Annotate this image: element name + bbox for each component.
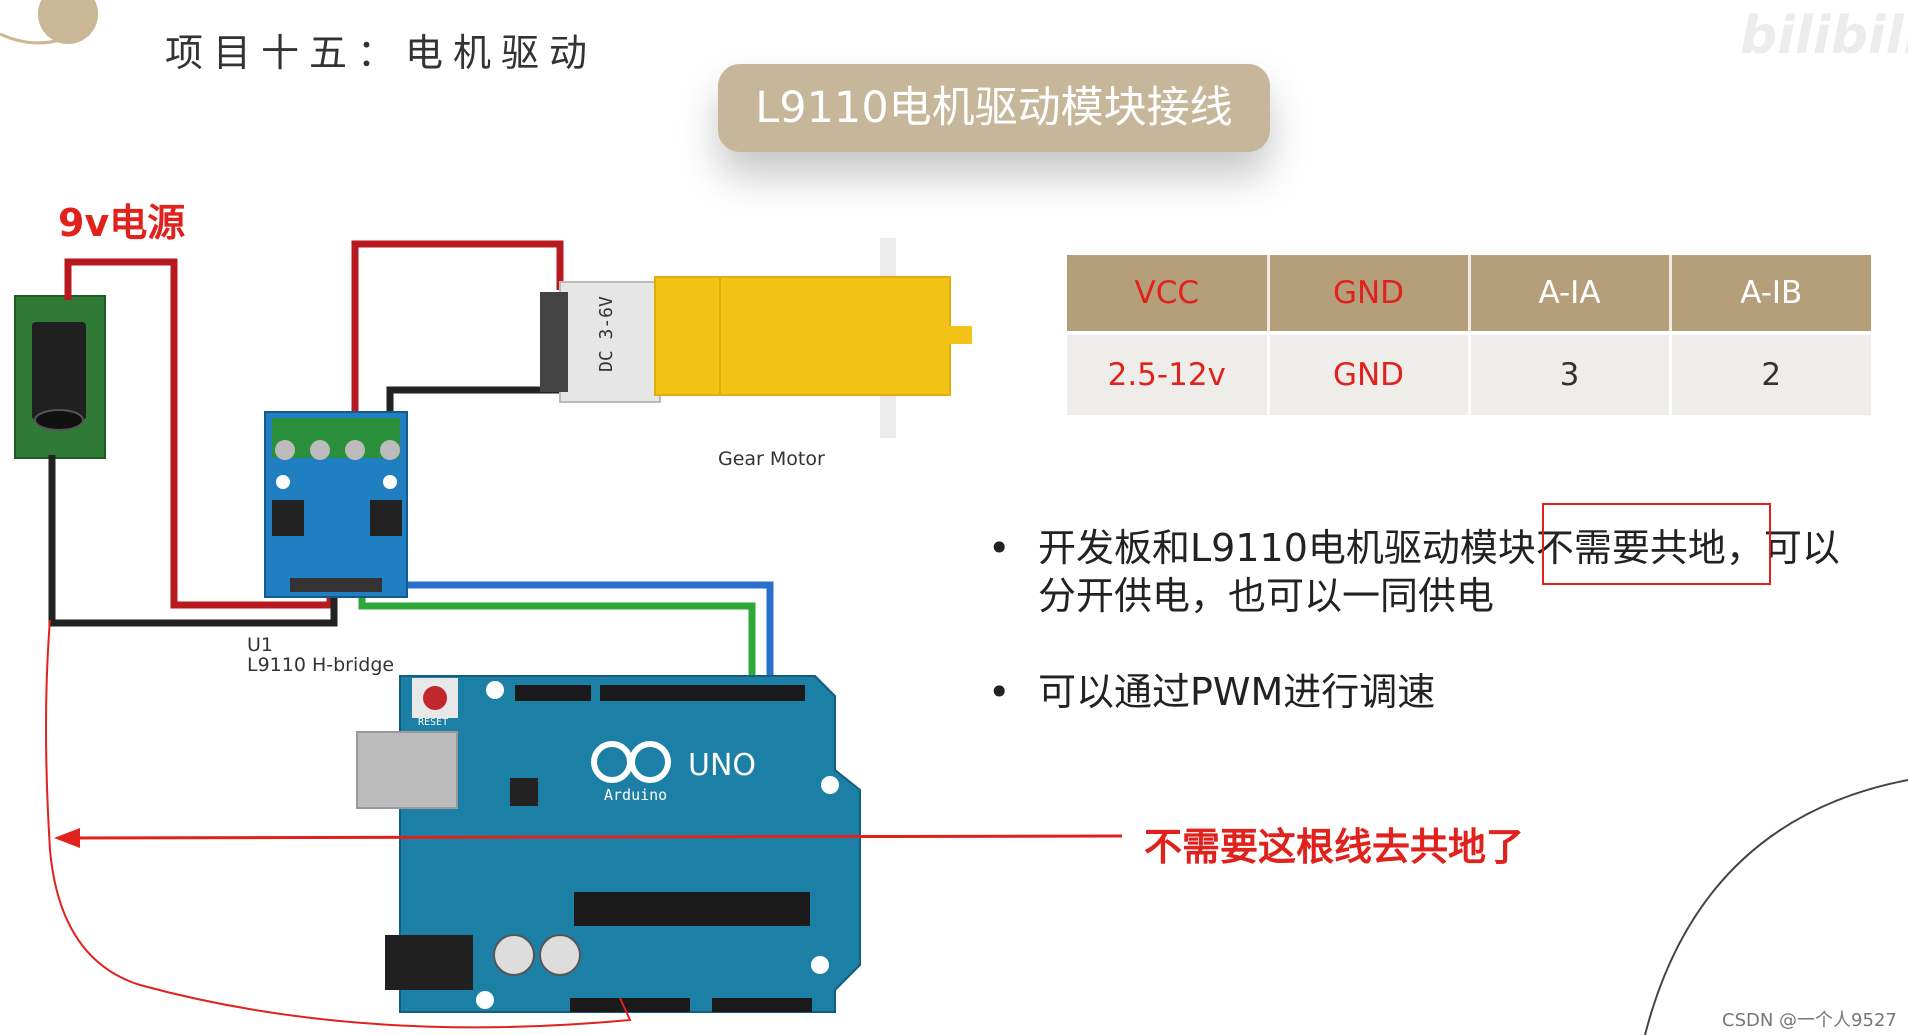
value-vcc: 2.5-12v xyxy=(1067,331,1270,415)
bullet-dot: • xyxy=(988,526,1011,570)
header-a-ib: A-IB xyxy=(1670,255,1871,333)
banner-title: L9110电机驱动模块接线 xyxy=(718,64,1270,152)
bullet-1-highlight: 不需要共地， xyxy=(1535,526,1764,570)
pin-table-header-row: VCC GND A-IA A-IB xyxy=(1067,255,1871,333)
pin-table: VCC GND A-IA A-IB 2.5-12v GND 3 2 xyxy=(1067,255,1871,415)
driver-ref: U1 xyxy=(247,634,273,656)
header-a-ia: A-IA xyxy=(1469,255,1672,333)
motor-wire-red xyxy=(351,240,564,420)
corner-arc xyxy=(1644,779,1908,1035)
board-model-label: UNO xyxy=(688,748,756,783)
bilibili-logo: bilibili xyxy=(1740,6,1908,66)
header-vcc: VCC xyxy=(1067,255,1270,333)
annotation-loop xyxy=(45,619,632,1029)
annotation-text: 不需要这根线去共地了 xyxy=(1144,825,1525,869)
bullet-1-post: 可以分开供电，也可以一同供电 xyxy=(1038,526,1840,618)
pin-table-row: 2.5-12v GND 3 2 xyxy=(1067,331,1871,415)
value-gnd: GND xyxy=(1268,331,1471,415)
motor-voltage-label: DC 3-6V xyxy=(596,296,617,372)
arduino-uno-board xyxy=(356,675,861,1013)
bullet-dot: • xyxy=(988,670,1011,714)
annotation-arrow-line xyxy=(67,834,1123,840)
header-gnd: GND xyxy=(1268,255,1471,333)
value-a-ib: 2 xyxy=(1670,331,1871,415)
power-label: 9v电源 xyxy=(58,201,186,245)
motor-label: Gear Motor xyxy=(718,448,825,470)
reset-label: RESET xyxy=(418,717,448,728)
power-ground-wire xyxy=(48,455,338,627)
watermark: CSDN @一个人9527 xyxy=(1722,1010,1897,1031)
gear-motor xyxy=(540,238,972,438)
corner-decoration xyxy=(0,0,98,45)
bullet-item: • 可以通过PWM进行调速 xyxy=(988,668,1868,716)
slide-title: 项目十五：电机驱动 xyxy=(165,31,598,75)
bullet-2-text: 可以通过PWM进行调速 xyxy=(1038,670,1436,714)
highlight-box xyxy=(1542,503,1771,585)
driver-label: L9110 H-bridge xyxy=(247,654,395,676)
board-brand-label: Arduino xyxy=(604,786,667,804)
bullet-1-pre: 开发板和L9110电机驱动模块 xyxy=(1038,526,1536,570)
power-positive-wire xyxy=(64,258,334,609)
bullet-item: • 开发板和L9110电机驱动模块不需要共地，可以分开供电，也可以一同供电 xyxy=(988,524,1868,620)
power-jack xyxy=(14,295,106,459)
l9110-module xyxy=(264,411,408,598)
value-a-ia: 3 xyxy=(1469,331,1672,415)
signal-wire-blue xyxy=(380,581,774,694)
annotation-arrowhead xyxy=(54,828,80,848)
motor-wire-black xyxy=(386,380,564,420)
